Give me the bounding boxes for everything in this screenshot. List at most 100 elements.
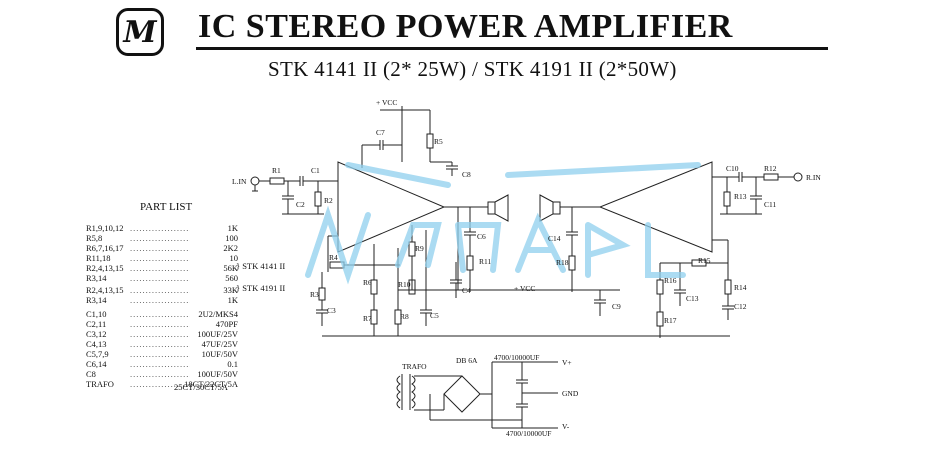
- part-ref: R3,14: [86, 273, 107, 283]
- page-title: IC STEREO POWER AMPLIFIER: [198, 8, 733, 45]
- component-label: R12: [764, 164, 777, 173]
- leader-dots: ......................................: [130, 329, 190, 339]
- title-underline: [196, 47, 828, 50]
- part-list-row: C3,12...................................…: [86, 329, 238, 339]
- leader-dots: ......................................: [130, 233, 190, 243]
- part-ref: C1,10: [86, 309, 107, 319]
- component-label: C2: [296, 200, 305, 209]
- part-value: 10: [229, 253, 239, 263]
- page-subtitle: STK 4141 II (2* 25W) / STK 4191 II (2*50…: [268, 57, 677, 81]
- part-value: 2U2/MKS4: [198, 309, 238, 319]
- component-label: R6: [363, 278, 372, 287]
- leader-dots: ......................................: [130, 253, 190, 263]
- component-label: C12: [734, 302, 747, 311]
- part-value: 100UF/25V: [197, 329, 238, 339]
- part-list-row: R3,14...................................…: [86, 295, 238, 305]
- part-value: 18CT/22CT/5A: [184, 379, 238, 389]
- component-label: R10: [398, 280, 411, 289]
- component-label: R5: [434, 137, 443, 146]
- psu-cap-top-label: 4700/10000UF: [494, 353, 540, 362]
- component-label: C10: [726, 164, 739, 173]
- component-label: C3: [327, 306, 336, 315]
- part-value: 1K: [227, 295, 238, 305]
- component-label: C7: [376, 128, 385, 137]
- part-ref: R11,18: [86, 253, 111, 263]
- component-label: R7: [363, 314, 372, 323]
- part-ref: R5,8: [86, 233, 103, 243]
- part-value: 0.1: [227, 359, 238, 369]
- leader-dots: ......................................: [130, 243, 190, 253]
- component-label: R14: [734, 283, 747, 292]
- part-ref: R3,14: [86, 295, 107, 305]
- part-value: 100UF/50V: [197, 369, 238, 379]
- part-list-row: C8......................................…: [86, 369, 238, 379]
- part-value: 10UF/50V: [201, 349, 238, 359]
- component-label: C13: [686, 294, 699, 303]
- part-value: 470PF: [215, 319, 238, 329]
- leader-dots: ......................................: [130, 273, 190, 283]
- part-ref: C4,13: [86, 339, 107, 349]
- component-label: R8: [400, 312, 409, 321]
- part-ref: R2,4,13,15: [86, 263, 124, 273]
- component-label: R17: [664, 316, 677, 325]
- psu-vplus-label: V+: [562, 358, 572, 367]
- component-label: C1: [311, 166, 320, 175]
- part-value: 560: [225, 273, 238, 283]
- leader-dots: ......................................: [130, 309, 190, 319]
- psu-bridge-label: DB 6A: [456, 356, 478, 365]
- component-label: R15: [698, 256, 711, 265]
- part-value: 100: [225, 233, 238, 243]
- leader-dots: ......................................: [130, 263, 190, 273]
- part-ref: C6,14: [86, 359, 107, 369]
- component-label: C11: [764, 200, 777, 209]
- brand-logo: M: [116, 8, 164, 56]
- component-label: R18: [556, 258, 569, 267]
- component-label: R4: [329, 253, 338, 262]
- part-list-row: R2,4,13,15..............................…: [86, 263, 238, 273]
- component-label: R9: [415, 244, 424, 253]
- leader-dots: ......................................: [130, 285, 190, 295]
- part-list-row: R5,8....................................…: [86, 233, 238, 243]
- leader-dots: ......................................: [130, 339, 190, 349]
- part-ref: C5,7,9: [86, 349, 109, 359]
- part-list-row: C2,11...................................…: [86, 319, 238, 329]
- component-label: R11: [479, 257, 492, 266]
- l-in-label: L.IN: [232, 177, 247, 186]
- part-ref: R2,4,13,15: [86, 285, 124, 295]
- component-label: C5: [430, 311, 439, 320]
- part-list-row: C1,10...................................…: [86, 309, 238, 319]
- trafo-alt-value: 25CT/30CT/5A: [174, 382, 228, 392]
- part-list-heading: PART LIST: [140, 201, 193, 213]
- r-in-label: R.IN: [806, 173, 821, 182]
- part-value: 1K: [227, 223, 238, 233]
- leader-dots: ......................................: [130, 223, 190, 233]
- part-list-row: R6,7,16,17..............................…: [86, 243, 238, 253]
- part-ref: R6,7,16,17: [86, 243, 124, 253]
- psu-vminus-label: V-: [562, 422, 570, 431]
- part-value: 56K: [223, 263, 238, 273]
- part-list-row: C6,14...................................…: [86, 359, 238, 369]
- component-label: R16: [664, 276, 677, 285]
- vcc-top-label: + VCC: [376, 98, 398, 107]
- part-list-row: R3,14...................................…: [86, 273, 238, 283]
- left-amp-ic: [337, 161, 446, 253]
- leader-dots: ......................................: [130, 319, 190, 329]
- note-stk4141: } STK 4141 II: [236, 261, 286, 271]
- part-list-row: C5,7,9..................................…: [86, 349, 238, 359]
- part-ref: TRAFO: [86, 379, 114, 389]
- part-ref: C3,12: [86, 329, 107, 339]
- part-ref: R1,9,10,12: [86, 223, 124, 233]
- part-list-row: C4,13...................................…: [86, 339, 238, 349]
- component-label: C6: [477, 232, 486, 241]
- vcc-mid-label: + VCC: [514, 284, 536, 293]
- part-ref: C2,11: [86, 319, 107, 329]
- psu-cap-bottom-label: 4700/10000UF: [506, 429, 552, 438]
- component-label: C9: [612, 302, 621, 311]
- note-stk4191: } STK 4191 II: [236, 283, 286, 293]
- psu-trafo-label: TRAFO: [402, 362, 427, 371]
- watermark-scribble: [305, 162, 701, 285]
- component-label: R2: [324, 196, 333, 205]
- part-list-row: R2,4,13,15..............................…: [86, 285, 238, 295]
- part-ref: C8: [86, 369, 96, 379]
